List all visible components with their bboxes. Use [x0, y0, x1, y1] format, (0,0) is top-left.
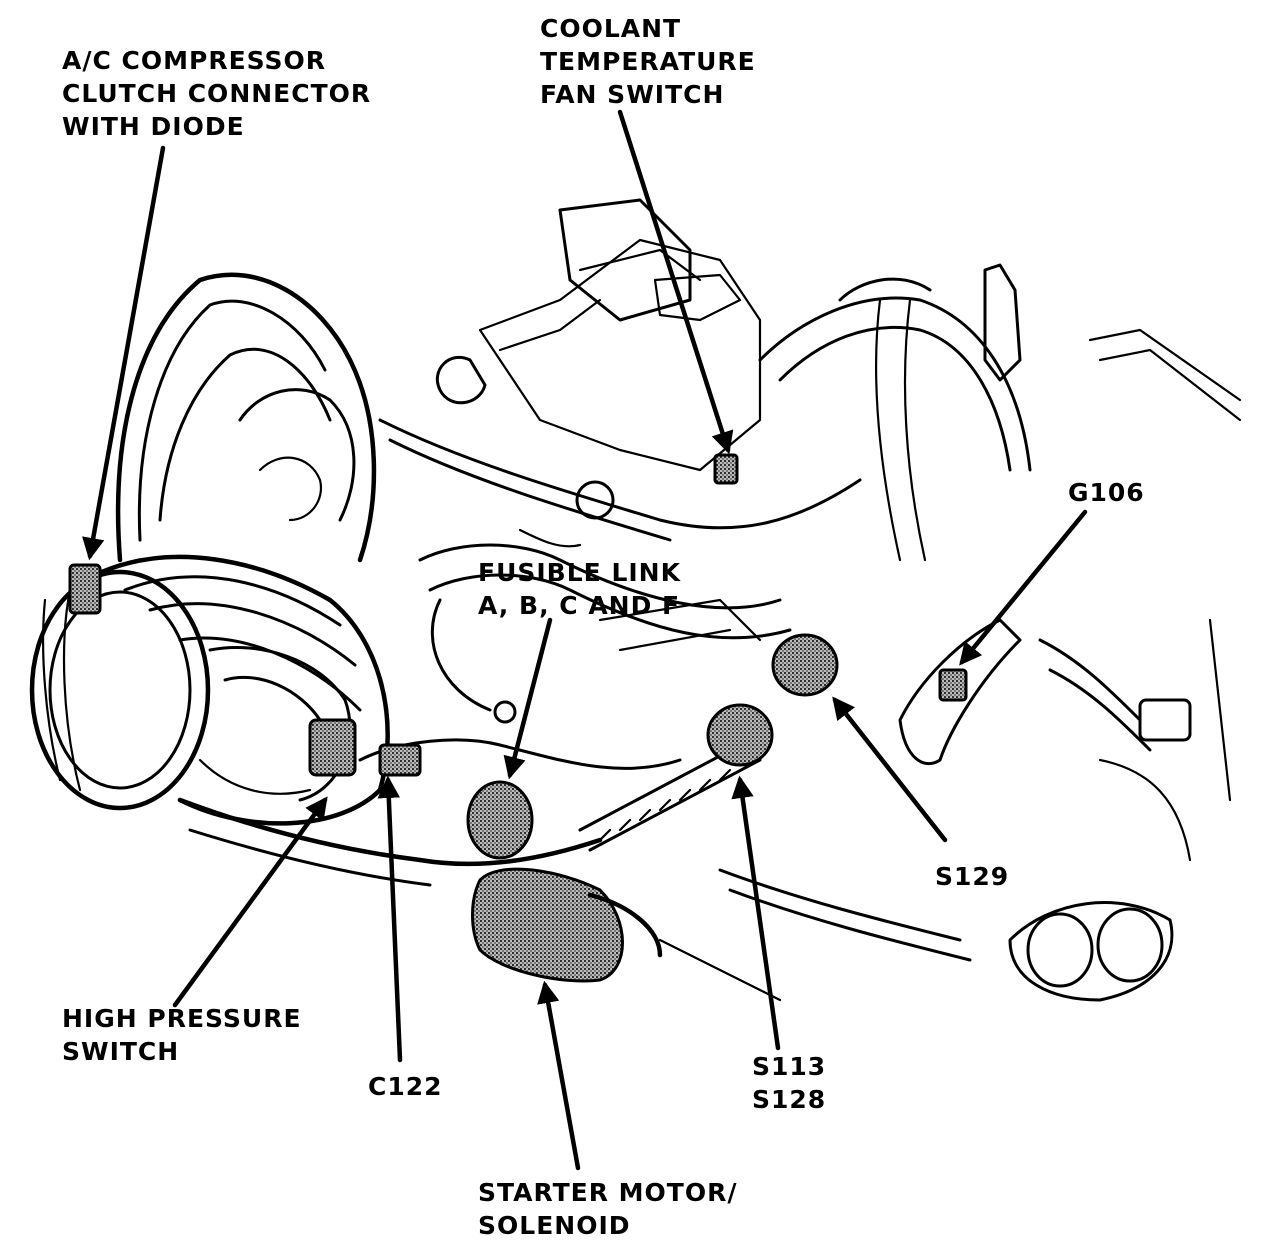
ac-connector-shading	[68, 563, 102, 615]
c122-connector-shading	[378, 743, 422, 777]
ac-compressor-label: A/C COMPRESSOR CLUTCH CONNECTOR WITH DIO…	[62, 44, 371, 143]
g106-ground-shading	[938, 668, 968, 702]
high-pressure-arrow	[172, 796, 328, 1008]
high-pressure-switch-label: HIGH PRESSURE SWITCH	[62, 1002, 302, 1068]
ac-compressor-label-line2: CLUTCH CONNECTOR	[62, 79, 372, 108]
high-pressure-label-line2: SWITCH	[62, 1037, 180, 1066]
coolant-switch-label: COOLANT TEMPERATURE FAN SWITCH	[540, 12, 756, 111]
shaded-components	[68, 453, 968, 983]
high-pressure-label-line1: HIGH PRESSURE	[62, 1004, 302, 1033]
s129-arrow	[832, 696, 948, 843]
s129-label-text: S129	[935, 862, 1010, 891]
s113-s128-label: S113 S128	[752, 1050, 826, 1116]
s129-splice-shading	[771, 633, 839, 697]
coolant-switch-shading	[713, 453, 739, 485]
g106-label-text: G106	[1068, 478, 1145, 507]
coolant-label-line2: TEMPERATURE	[540, 47, 756, 76]
c122-label: C122	[368, 1070, 443, 1103]
engine-block-drawing	[115, 198, 1242, 724]
fusible-link-label-line1: FUSIBLE LINK	[478, 558, 681, 587]
s128-label-text: S128	[752, 1085, 827, 1114]
ac-compressor-label-line3: WITH DIODE	[62, 112, 245, 141]
starter-arrow	[537, 980, 581, 1171]
fusible-link-shading	[466, 780, 534, 860]
right-side-drawing	[658, 618, 1232, 1002]
starter-label-line1: STARTER MOTOR/	[478, 1178, 738, 1207]
ac-compressor-arrow	[82, 145, 166, 561]
s129-label: S129	[935, 860, 1009, 893]
s113-label-text: S113	[752, 1052, 827, 1081]
c122-label-text: C122	[368, 1072, 443, 1101]
g106-label: G106	[1068, 476, 1145, 509]
s113-s128-splice-shading	[706, 703, 774, 767]
starter-motor-label: STARTER MOTOR/ SOLENOID	[478, 1176, 738, 1242]
leader-arrows	[82, 109, 1088, 1171]
s113-s128-arrow	[731, 775, 781, 1051]
fusible-link-arrow	[503, 617, 553, 780]
g106-arrow	[959, 509, 1088, 666]
coolant-switch-arrow	[617, 109, 734, 455]
c122-arrow	[377, 775, 403, 1063]
fusible-link-label-line2: A, B, C AND F	[478, 591, 681, 620]
coolant-label-line1: COOLANT	[540, 14, 682, 43]
coolant-label-line3: FAN SWITCH	[540, 80, 725, 109]
fusible-link-label: FUSIBLE LINK A, B, C AND F	[478, 556, 681, 622]
ac-compressor-label-line1: A/C COMPRESSOR	[62, 46, 327, 75]
starter-motor-shading	[471, 867, 624, 983]
starter-label-line2: SOLENOID	[478, 1211, 631, 1240]
high-pressure-switch-shading	[308, 718, 357, 777]
ac-compressor-drawing	[29, 554, 390, 826]
